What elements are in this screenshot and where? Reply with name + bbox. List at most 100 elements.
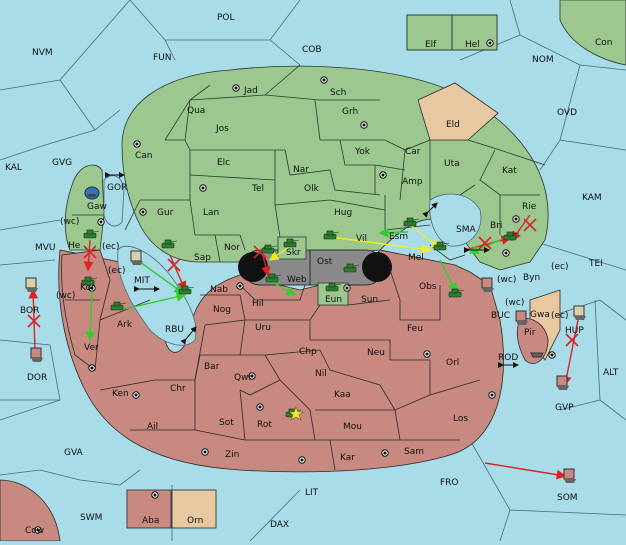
label-gor[interactable]: GOR — [107, 183, 127, 193]
label-obs[interactable]: Obs — [419, 282, 437, 292]
label-nar[interactable]: Nar — [293, 165, 309, 175]
label-tel[interactable]: Tel — [251, 184, 264, 194]
fleet-unit-buc[interactable] — [481, 277, 494, 292]
army-unit-kor[interactable] — [81, 276, 98, 286]
label-pol[interactable]: POL — [217, 13, 235, 23]
label-he[interactable]: He — [68, 241, 81, 251]
fleet-units[interactable] — [25, 186, 586, 483]
label-feu[interactable]: Feu — [407, 324, 423, 334]
label-ost[interactable]: Ost — [317, 257, 333, 267]
label-sot[interactable]: Sot — [219, 418, 234, 428]
label-qwi[interactable]: Qwi — [234, 373, 251, 383]
army-unit-ost[interactable] — [343, 263, 360, 273]
label-kat[interactable]: Kat — [502, 166, 517, 176]
label-tei[interactable]: TEI — [588, 259, 603, 269]
label-kal[interactable]: KAL — [5, 163, 22, 173]
label-neu[interactable]: Neu — [367, 348, 385, 358]
label-kar[interactable]: Kar — [340, 453, 355, 463]
label-los[interactable]: Los — [453, 414, 468, 424]
label-eld[interactable]: Eld — [446, 120, 460, 130]
label-mit[interactable]: MIT — [134, 276, 150, 286]
fleet-unit-dor[interactable] — [30, 347, 43, 362]
label-ver[interactable]: Ver — [84, 343, 99, 353]
army-unit-mel[interactable] — [433, 241, 450, 251]
label-jad[interactable]: Jad — [243, 86, 258, 96]
label-rie[interactable]: Rie — [522, 202, 537, 212]
label-kor[interactable]: Kor — [80, 283, 95, 293]
label-aba[interactable]: Aba — [142, 516, 159, 526]
army-unit-obs[interactable] — [448, 288, 465, 298]
army-unit-nab[interactable] — [178, 285, 195, 295]
label-hil[interactable]: Hil — [252, 299, 264, 309]
army-unit-he[interactable] — [83, 229, 100, 239]
fleet-unit-pir[interactable] — [515, 310, 528, 325]
label-ail[interactable]: Ail — [147, 422, 158, 432]
fleet-unit-gaw[interactable] — [84, 186, 100, 200]
fleet-unit-hup[interactable] — [573, 305, 586, 320]
label-gur[interactable]: Gur — [157, 208, 174, 218]
fleet-unit-bor[interactable] — [25, 277, 38, 292]
label-eun[interactable]: Eun — [325, 295, 342, 305]
label-kam[interactable]: KAM — [582, 193, 602, 203]
label-sap[interactable]: Sap — [194, 253, 211, 263]
army-unit-nor[interactable] — [261, 244, 278, 254]
label-gwa[interactable]: Gwa — [530, 310, 550, 320]
label-uru[interactable]: Uru — [255, 323, 271, 333]
label-lan[interactable]: Lan — [203, 208, 219, 218]
label-mvu[interactable]: MVU — [35, 243, 56, 253]
label-sma[interactable]: SMA — [456, 225, 476, 235]
label-chp[interactable]: Chp — [299, 347, 317, 357]
label-rbu[interactable]: RBU — [165, 325, 184, 335]
label-bor[interactable]: BOR — [20, 306, 39, 316]
label-rod[interactable]: ROD — [498, 353, 518, 363]
army-unit-web[interactable] — [265, 273, 282, 283]
label-car[interactable]: Car — [405, 147, 421, 157]
label-yok[interactable]: Yok — [354, 147, 371, 157]
label-gvp[interactable]: GVP — [555, 403, 574, 413]
label-gaw[interactable]: Gaw — [87, 202, 107, 212]
label-fro[interactable]: FRO — [440, 478, 459, 488]
label-nor[interactable]: Nor — [224, 243, 240, 253]
label-cow[interactable]: Cow — [25, 526, 44, 536]
label-zin[interactable]: Zin — [225, 450, 239, 460]
label-cob[interactable]: COB — [302, 45, 322, 55]
label-mel[interactable]: Mel — [408, 253, 424, 263]
label-fun[interactable]: FUN — [153, 53, 172, 63]
label-pir[interactable]: Pir — [524, 328, 536, 338]
label-orl[interactable]: Orl — [446, 358, 459, 368]
label-nab[interactable]: Nab — [210, 285, 228, 295]
army-unit-sap[interactable] — [161, 239, 178, 249]
label-con[interactable]: Con — [595, 38, 613, 48]
label-dax[interactable]: DAX — [270, 520, 289, 530]
label-ken[interactable]: Ken — [112, 389, 129, 399]
label-nvm[interactable]: NVM — [32, 48, 53, 58]
label-web[interactable]: Web — [287, 275, 307, 285]
label-can[interactable]: Can — [135, 151, 153, 161]
label-rot[interactable]: Rot — [257, 420, 272, 430]
label-buc[interactable]: BUC — [491, 311, 510, 321]
label-hup[interactable]: HUP — [565, 326, 584, 336]
army-unit-vil[interactable] — [323, 230, 340, 240]
fleet-unit-pir-south[interactable] — [530, 352, 544, 358]
army-unit-eun[interactable] — [325, 282, 342, 292]
label-vil[interactable]: Vil — [356, 234, 367, 244]
label-bri[interactable]: Bri — [490, 221, 502, 231]
label-grh[interactable]: Grh — [342, 107, 358, 117]
label-gvg[interactable]: GVG — [52, 158, 72, 168]
label-alt[interactable]: ALT — [603, 368, 619, 378]
label-elf[interactable]: Elf — [425, 40, 437, 50]
fleet-unit-som[interactable] — [563, 468, 576, 483]
label-orn[interactable]: Orn — [187, 516, 203, 526]
label-sam[interactable]: Sam — [404, 447, 424, 457]
label-chr[interactable]: Chr — [170, 384, 186, 394]
army-unit-ark[interactable] — [110, 301, 127, 311]
label-olk[interactable]: Olk — [304, 184, 320, 194]
label-byn[interactable]: Byn — [523, 273, 540, 283]
label-qua[interactable]: Qua — [187, 106, 205, 116]
label-elc[interactable]: Elc — [217, 158, 230, 168]
label-sch[interactable]: Sch — [330, 88, 346, 98]
label-sun[interactable]: Sun — [361, 295, 378, 305]
label-esm[interactable]: Esm — [389, 232, 408, 242]
label-jos[interactable]: Jos — [215, 124, 229, 134]
label-gva[interactable]: GVA — [64, 448, 84, 458]
